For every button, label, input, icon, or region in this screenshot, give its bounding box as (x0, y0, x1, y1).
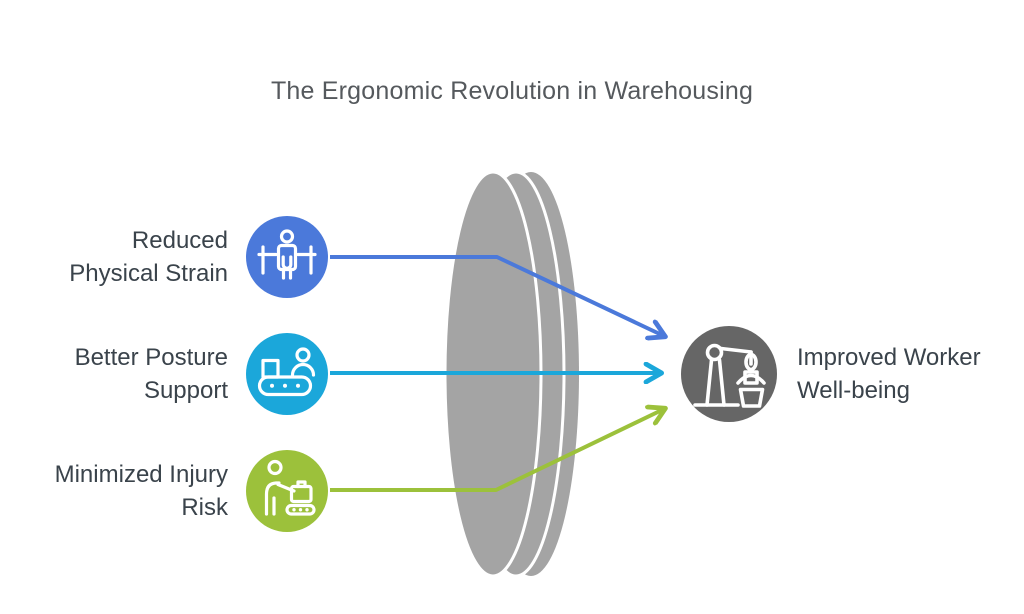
badge-posture-support (246, 333, 328, 415)
badge-worker-wellbeing (681, 326, 777, 422)
lift-assist-robot-icon (693, 343, 766, 408)
label-injury-risk: Minimized Injury Risk (54, 461, 228, 521)
arrow-injury-risk (330, 409, 664, 492)
arrow-reduced-strain (330, 255, 664, 336)
label-reduced-strain: Reduced Physical Strain (69, 227, 228, 287)
label-posture-support: Better Posture Support (74, 344, 228, 404)
diagram-title: The Ergonomic Revolution in Warehousing (270, 77, 754, 105)
label-worker-wellbeing: Improved Worker Well-being (797, 344, 981, 404)
worker-loading-case-icon (264, 459, 316, 516)
badge-reduced-strain (246, 216, 328, 298)
badge-injury-risk (246, 450, 328, 532)
conveyor-belt-worker-icon (257, 347, 316, 397)
standing-desk-worker-icon (257, 229, 317, 280)
